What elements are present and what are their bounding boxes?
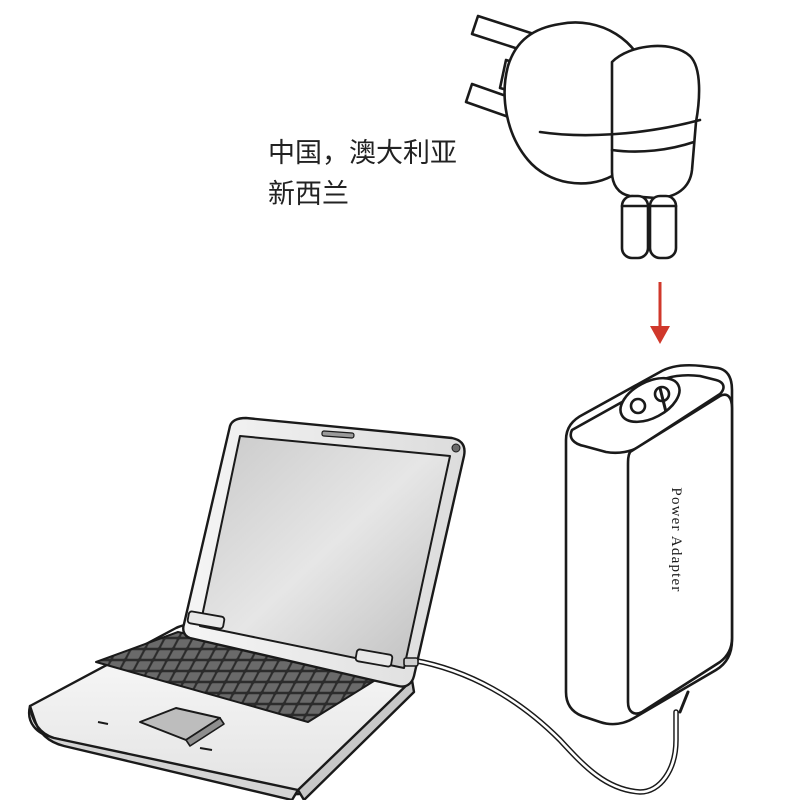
laptop-screen bbox=[199, 435, 451, 669]
laptop-hinge-left bbox=[186, 610, 226, 630]
laptop-webcam bbox=[321, 430, 355, 439]
plug-stem-right bbox=[648, 194, 678, 260]
adapter-front-face bbox=[626, 393, 734, 715]
region-caption: 中国，澳大利亚 新西兰 bbox=[268, 133, 508, 215]
region-caption-line-2: 新西兰 bbox=[268, 179, 349, 210]
laptop-hinge-right bbox=[354, 648, 394, 668]
laptop-base-edge bbox=[28, 704, 300, 800]
region-caption-line-1: 中国，澳大利亚 bbox=[268, 138, 457, 169]
power-cables bbox=[409, 657, 690, 795]
laptop-illustration bbox=[27, 416, 466, 800]
plug-neck bbox=[610, 44, 701, 200]
power-adapter-illustration bbox=[564, 363, 734, 726]
plug-stem-left bbox=[620, 194, 650, 260]
down-arrow-icon bbox=[650, 282, 670, 344]
adapter-label: Power Adapter bbox=[668, 487, 684, 592]
plug-illustration bbox=[464, 14, 702, 260]
